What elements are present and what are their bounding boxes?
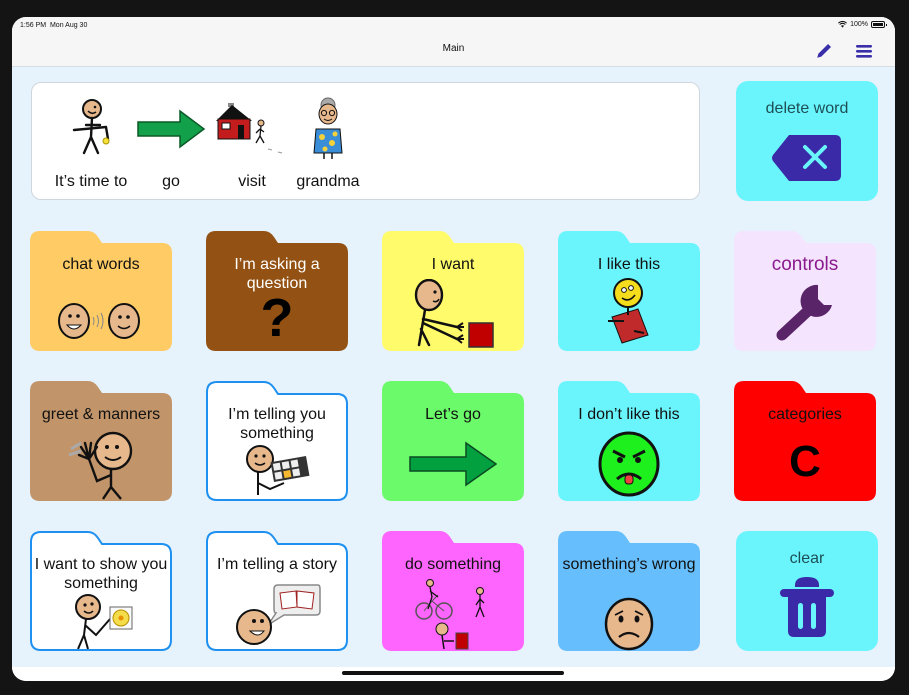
folder-shape [558, 531, 700, 651]
folder-shape [206, 381, 348, 501]
sentence-bar[interactable]: It’s time to go visit [31, 82, 700, 200]
person-holding-board-icon [246, 445, 310, 495]
page-title: Main [442, 43, 465, 54]
person-reaching-for-box-icon [414, 279, 494, 348]
folder-i-like-this[interactable]: I like this [558, 231, 700, 351]
tile-label: I don’t like this [578, 406, 680, 423]
tile-label: I want [431, 256, 475, 273]
happy-face-holding-book-icon [608, 278, 649, 344]
folder-controls[interactable]: controls [734, 231, 876, 351]
word-label: go [162, 173, 180, 190]
clear-button[interactable]: clear [736, 531, 878, 651]
battery-percent: 100% [850, 21, 868, 28]
home-indicator-area [12, 667, 895, 681]
folder-categories[interactable]: categories C [734, 381, 876, 501]
tile-label: greet & manners [41, 406, 161, 423]
backspace-icon [772, 135, 841, 181]
folder-shape [382, 531, 524, 651]
tile-label: controls [771, 254, 839, 275]
grandmother-icon [313, 97, 343, 159]
wrench-icon [776, 284, 832, 341]
sentence-word[interactable]: grandma [290, 83, 366, 201]
folder-somethings-wrong[interactable]: something’s wrong [558, 531, 700, 651]
sentence-word[interactable]: It’s time to [46, 83, 136, 201]
tile-label: clear [789, 550, 825, 567]
worried-face-icon [604, 597, 654, 651]
tile-label: something’s wrong [562, 556, 696, 573]
folder-do-something[interactable]: do something [382, 531, 524, 651]
person-looking-at-watch-icon [72, 99, 110, 155]
tile-label: I like this [597, 256, 661, 273]
status-bar: 1:56 PM Mon Aug 30 100% [12, 17, 895, 33]
board-content: It’s time to go visit [12, 67, 895, 667]
green-arrow-right-icon [137, 109, 206, 149]
status-time: 1:56 PM Mon Aug 30 [20, 22, 88, 29]
sentence-word[interactable]: go [136, 83, 206, 201]
sentence-word[interactable]: visit [212, 83, 292, 201]
battery-icon [871, 21, 887, 28]
green-arrow-right-icon [409, 441, 498, 487]
two-faces-talking-icon [58, 303, 140, 339]
pencil-icon [817, 43, 832, 58]
tile-label: I want to show you something [34, 556, 168, 592]
person-showing-flower-icon [75, 594, 133, 649]
navigation-bar: Main [12, 33, 895, 67]
folder-lets-go[interactable]: Let’s go [382, 381, 524, 501]
tile-label: do something [404, 556, 502, 573]
folder-shape [30, 531, 172, 651]
home-indicator[interactable] [342, 671, 564, 675]
folder-show-you-something[interactable]: I want to show you something [30, 531, 172, 651]
letter-c-icon: C [789, 437, 821, 486]
edit-button[interactable] [813, 40, 835, 62]
tile-label: delete word [765, 100, 849, 117]
word-label: It’s time to [54, 173, 128, 190]
face-with-book-speech-bubble-icon [236, 584, 321, 645]
ipad-screen: 1:56 PM Mon Aug 30 100% Main [12, 17, 895, 681]
trash-can-icon [780, 577, 834, 637]
folder-asking-question[interactable]: I’m asking a question ? [206, 231, 348, 351]
tile-label: I’m telling you something [228, 406, 326, 442]
hamburger-menu-icon [856, 45, 872, 58]
question-mark-icon: ? [260, 288, 294, 348]
folder-i-want[interactable]: I want [382, 231, 524, 351]
wifi-icon [838, 21, 848, 28]
activities-icon [415, 579, 485, 650]
person-walking-to-house-icon [216, 103, 283, 154]
menu-button[interactable] [853, 40, 875, 62]
folder-telling-a-story[interactable]: I’m telling a story [206, 531, 348, 651]
delete-word-button[interactable]: delete word [736, 81, 878, 201]
word-label: grandma [296, 173, 360, 190]
folder-greet-manners[interactable]: greet & manners [30, 381, 172, 501]
tile-label: I’m asking a question [234, 256, 320, 292]
angry-green-face-icon [598, 431, 660, 497]
tile-label: categories [768, 406, 842, 423]
folder-dont-like-this[interactable]: I don’t like this [558, 381, 700, 501]
tile-label: Let’s go [425, 406, 481, 423]
tile-label: chat words [62, 256, 140, 273]
folder-chat-words[interactable]: chat words [30, 231, 172, 351]
folder-telling-you-something[interactable]: I’m telling you something [206, 381, 348, 501]
word-label: visit [238, 173, 266, 190]
folder-shape [382, 231, 524, 351]
tile-label: I’m telling a story [216, 556, 338, 573]
folder-shape [206, 231, 348, 351]
person-waving-icon [68, 431, 133, 500]
folder-shape [734, 381, 876, 501]
status-right: 100% [838, 21, 887, 28]
